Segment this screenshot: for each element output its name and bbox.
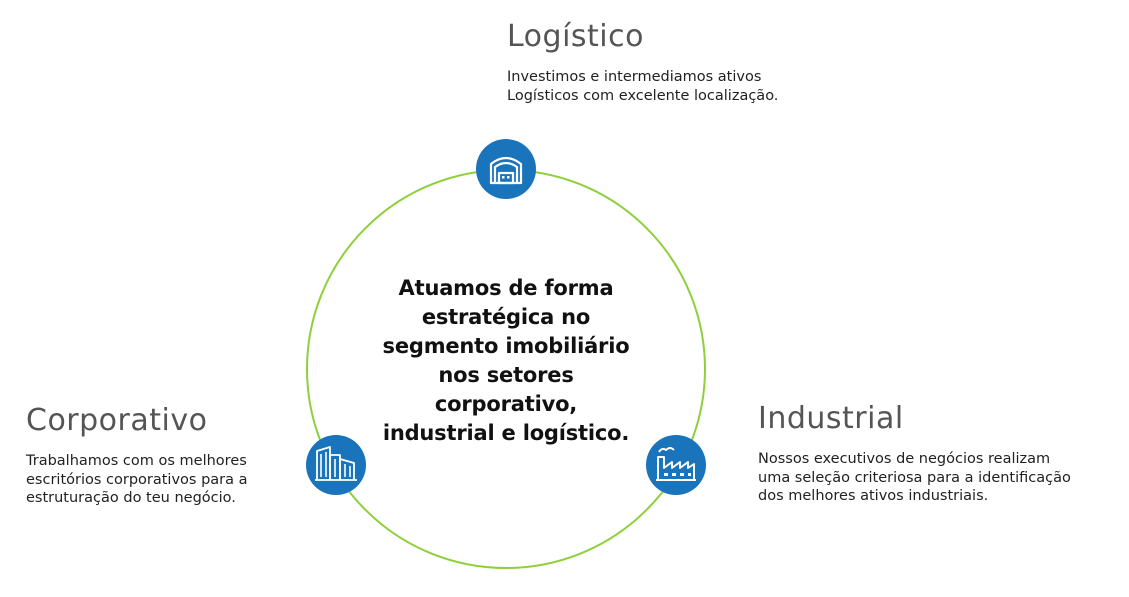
center-line: industrial e logístico. xyxy=(382,421,630,445)
segment-description-line: Trabalhamos com os melhores xyxy=(26,453,247,469)
segment-description: Investimos e intermediamos ativos Logíst… xyxy=(507,68,778,105)
segment-title: Industrial xyxy=(758,401,904,436)
center-line: nos setores xyxy=(438,363,574,387)
segment-description-line: dos melhores ativos industriais. xyxy=(758,488,989,504)
segment-industrial: Industrial Nossos executivos de negócios… xyxy=(758,402,1071,506)
segment-description-line: Logísticos com excelente localização. xyxy=(507,87,779,104)
segment-title: Corporativo xyxy=(26,403,208,438)
segment-description: Nossos executivos de negócios realizam u… xyxy=(758,450,1071,506)
segment-description-line: Investimos e intermediamos ativos xyxy=(507,69,762,85)
segment-logistico: Logístico Investimos e intermediamos ati… xyxy=(507,20,778,105)
factory-icon xyxy=(646,435,706,495)
segment-title: Logístico xyxy=(507,19,644,54)
center-line: Atuamos de forma xyxy=(398,276,614,300)
segment-description: Trabalhamos com os melhores escritórios … xyxy=(26,452,248,508)
segment-description-line: estruturação do teu negócio. xyxy=(26,490,236,506)
office-buildings-icon xyxy=(306,435,366,495)
segment-description-line: escritórios corporativos para a xyxy=(26,471,248,488)
center-statement: Atuamos de forma estratégica no segmento… xyxy=(358,274,654,448)
warehouse-icon xyxy=(476,139,536,199)
center-line: estratégica no xyxy=(421,305,591,329)
center-line: corporativo, xyxy=(434,392,578,416)
center-line: segmento imobiliário xyxy=(382,334,630,358)
segment-description-line: Nossos executivos de negócios realizam xyxy=(758,451,1051,467)
segment-description-line: uma seleção criteriosa para a identifica… xyxy=(758,469,1071,486)
segment-corporativo: Corporativo Trabalhamos com os melhores … xyxy=(26,404,248,508)
